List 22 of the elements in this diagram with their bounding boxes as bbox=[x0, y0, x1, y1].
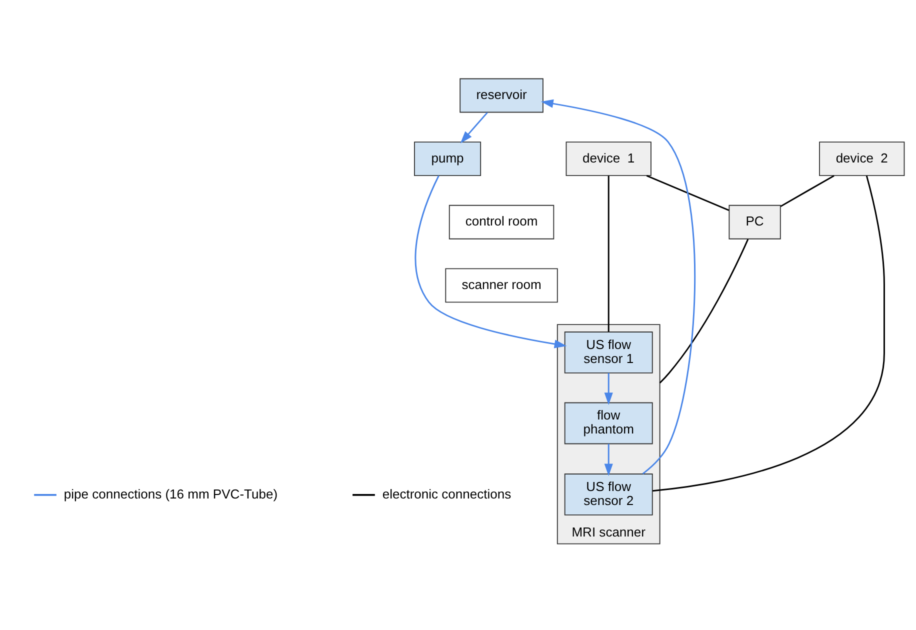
node-box: device 2 bbox=[819, 142, 905, 176]
connector bbox=[646, 175, 730, 211]
node-box: control room bbox=[448, 204, 554, 240]
connector bbox=[780, 175, 834, 207]
connector bbox=[652, 176, 885, 492]
node-box: reservoir bbox=[460, 78, 544, 113]
node-box: PC bbox=[728, 204, 781, 240]
legend-label: pipe connections (16 mm PVC-Tube) bbox=[64, 486, 278, 502]
arrow bbox=[604, 372, 613, 405]
node-box: US flow sensor 2 bbox=[564, 474, 653, 516]
arrow bbox=[541, 99, 696, 474]
arrow bbox=[460, 112, 488, 144]
node-box: device 1 bbox=[566, 142, 652, 176]
arrow bbox=[414, 175, 567, 348]
connector bbox=[659, 238, 749, 384]
node-box: pump bbox=[414, 142, 482, 176]
connector bbox=[608, 176, 610, 332]
node-box: scanner room bbox=[445, 268, 558, 303]
arrow bbox=[604, 444, 613, 476]
node-box: flow phantom bbox=[564, 402, 653, 444]
node-box: US flow sensor 1 bbox=[564, 332, 653, 374]
legend-label: electronic connections bbox=[382, 486, 512, 502]
